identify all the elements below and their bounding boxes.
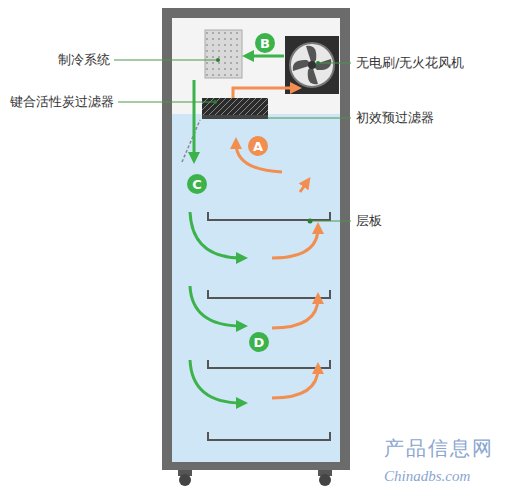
callout-letter: B bbox=[260, 37, 270, 50]
callout-letter: D bbox=[254, 336, 265, 349]
part-label: 层板 bbox=[356, 213, 382, 229]
part-label: 无电刷/无火花风机 bbox=[356, 55, 464, 71]
watermark: 产品信息网 bbox=[384, 440, 494, 456]
callout-circle: A bbox=[248, 136, 268, 156]
part-label: 初效预过滤器 bbox=[356, 110, 434, 126]
callout-letter: A bbox=[253, 140, 263, 153]
callout-circle: D bbox=[249, 332, 269, 352]
callout-circle: B bbox=[255, 33, 275, 53]
callout-letter: C bbox=[192, 178, 202, 191]
part-label: 制冷系统 bbox=[58, 52, 110, 68]
callout-circle: C bbox=[187, 174, 207, 194]
part-label: 键合活性炭过滤器 bbox=[10, 94, 114, 110]
watermark: Chinadbs.com bbox=[384, 468, 470, 484]
